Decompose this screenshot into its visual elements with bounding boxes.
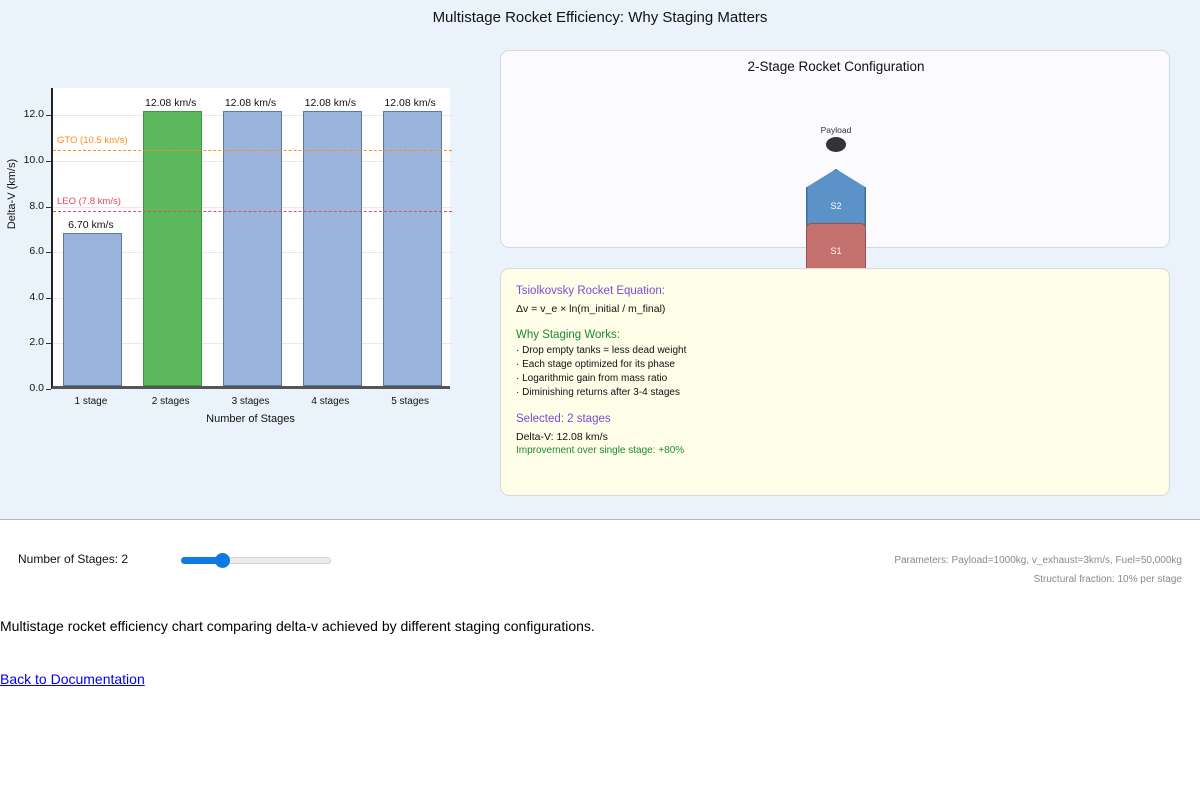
rocket-stage-s1: S1 (806, 223, 866, 275)
stage-label: S2 (830, 201, 842, 212)
y-axis-tick-label: 2.0 (29, 336, 44, 349)
y-axis-tick-mark (46, 389, 51, 390)
controls-bar: Number of Stages: 2 Parameters: Payload=… (0, 521, 1200, 605)
improvement-text: Improvement over single stage: +80% (516, 445, 685, 456)
bar-value-label: 12.08 km/s (384, 96, 436, 109)
bar-2-stage[interactable] (143, 110, 203, 386)
y-axis-tick-mark (46, 160, 51, 162)
y-axis-tick-label: 4.0 (29, 290, 44, 303)
y-axis-label: Delta-V (km/s) (6, 158, 18, 230)
why-staging-bullet: · Logarithmic gain from mass ratio (516, 373, 668, 384)
bar-value-label: 6.70 km/s (68, 219, 114, 232)
stage-count-label: Number of Stages: 2 (18, 552, 129, 566)
y-axis-tick-mark (46, 115, 51, 117)
app-region: Multistage Rocket Efficiency: Why Stagin… (0, 0, 1200, 520)
why-staging-list: · Drop empty tanks = less dead weight · E… (516, 345, 1155, 398)
back-to-documentation-link[interactable]: Back to Documentation (0, 671, 145, 687)
plot-area (51, 88, 452, 389)
payload-icon (826, 137, 846, 152)
y-axis-tick-label: 12.0 (23, 108, 44, 121)
reference-line (53, 211, 452, 213)
why-staging-bullet: · Diminishing returns after 3-4 stages (516, 387, 680, 398)
why-staging-bullet: · Each stage optimized for its phase (516, 359, 675, 370)
bar-value-label: 12.08 km/s (224, 96, 277, 109)
why-staging-bullet: · Drop empty tanks = less dead weight (516, 345, 687, 356)
y-axis-tick-label: 10.0 (23, 153, 44, 166)
delta-v-value: Delta-V: 12.08 km/s (516, 431, 608, 443)
bar-1-stage[interactable] (63, 233, 123, 386)
bar-5-stage[interactable] (382, 110, 442, 386)
y-axis-tick-mark (46, 252, 51, 254)
bar-value-label: 12.08 km/s (304, 96, 356, 109)
x-axis-tick-label: 5 stages (391, 396, 429, 407)
x-axis-label: Number of Stages (206, 413, 295, 425)
slider-fill (181, 557, 223, 564)
delta-v-bar-chart: Delta-V (km/s) Number of Stages 0.0 2.0 4.… (0, 40, 470, 425)
y-axis-tick-label: 8.0 (29, 199, 44, 212)
reference-line-label: GTO (10.5 km/s) (57, 134, 128, 146)
y-axis-tick-mark (46, 297, 51, 299)
payload-label: Payload (820, 125, 852, 135)
y-axis-tick-label: 0.0 (29, 382, 44, 394)
why-staging-heading: Why Staging Works: (516, 329, 620, 341)
stage-label: S1 (830, 246, 842, 257)
y-axis-tick-label: 6.0 (29, 245, 44, 258)
reference-line-label: LEO (7.8 km/s) (57, 196, 121, 208)
parameters-line-1: Parameters: Payload=1000kg, v_exhaust=3k… (894, 555, 1182, 566)
rocket-panel-title: 2-Stage Rocket Configuration (747, 59, 925, 74)
reference-line (53, 149, 452, 151)
stage-body (806, 223, 866, 275)
bar-4-stage[interactable] (302, 110, 362, 386)
x-axis-tick-label: 3 stages (231, 396, 270, 407)
stage-count-control: Number of Stages: 2 (18, 552, 128, 566)
parameters-readout: Parameters: Payload=1000kg, v_exhaust=3k… (894, 551, 1182, 589)
stage-body (806, 169, 866, 227)
y-axis-tick-mark (46, 343, 51, 345)
page-title: Multistage Rocket Efficiency: Why Stagin… (432, 9, 768, 26)
x-axis-tick-label: 1 stage (74, 396, 108, 407)
x-axis-tick-label: 2 stages (151, 396, 190, 407)
parameters-line-2: Structural fraction: 10% per stage (1033, 574, 1182, 585)
selected-stages-text: Selected: 2 stages (516, 413, 611, 425)
bar-3-stage[interactable] (222, 110, 283, 386)
stage-count-slider[interactable] (181, 553, 331, 568)
rocket-stage-s2: S2 (806, 169, 866, 227)
y-axis-tick-mark (46, 206, 51, 208)
equation-heading: Tsiolkovsky Rocket Equation: (516, 285, 665, 297)
chart-caption: Multistage rocket efficiency chart compa… (0, 618, 595, 634)
x-axis-tick-label: 4 stages (311, 396, 350, 407)
slider-thumb[interactable] (214, 553, 230, 568)
bar-value-label: 12.08 km/s (145, 96, 197, 109)
info-panel: Tsiolkovsky Rocket Equation: Δv = v_e × … (500, 268, 1170, 496)
equation-text: Δv = v_e × ln(m_initial / m_final) (516, 303, 666, 315)
